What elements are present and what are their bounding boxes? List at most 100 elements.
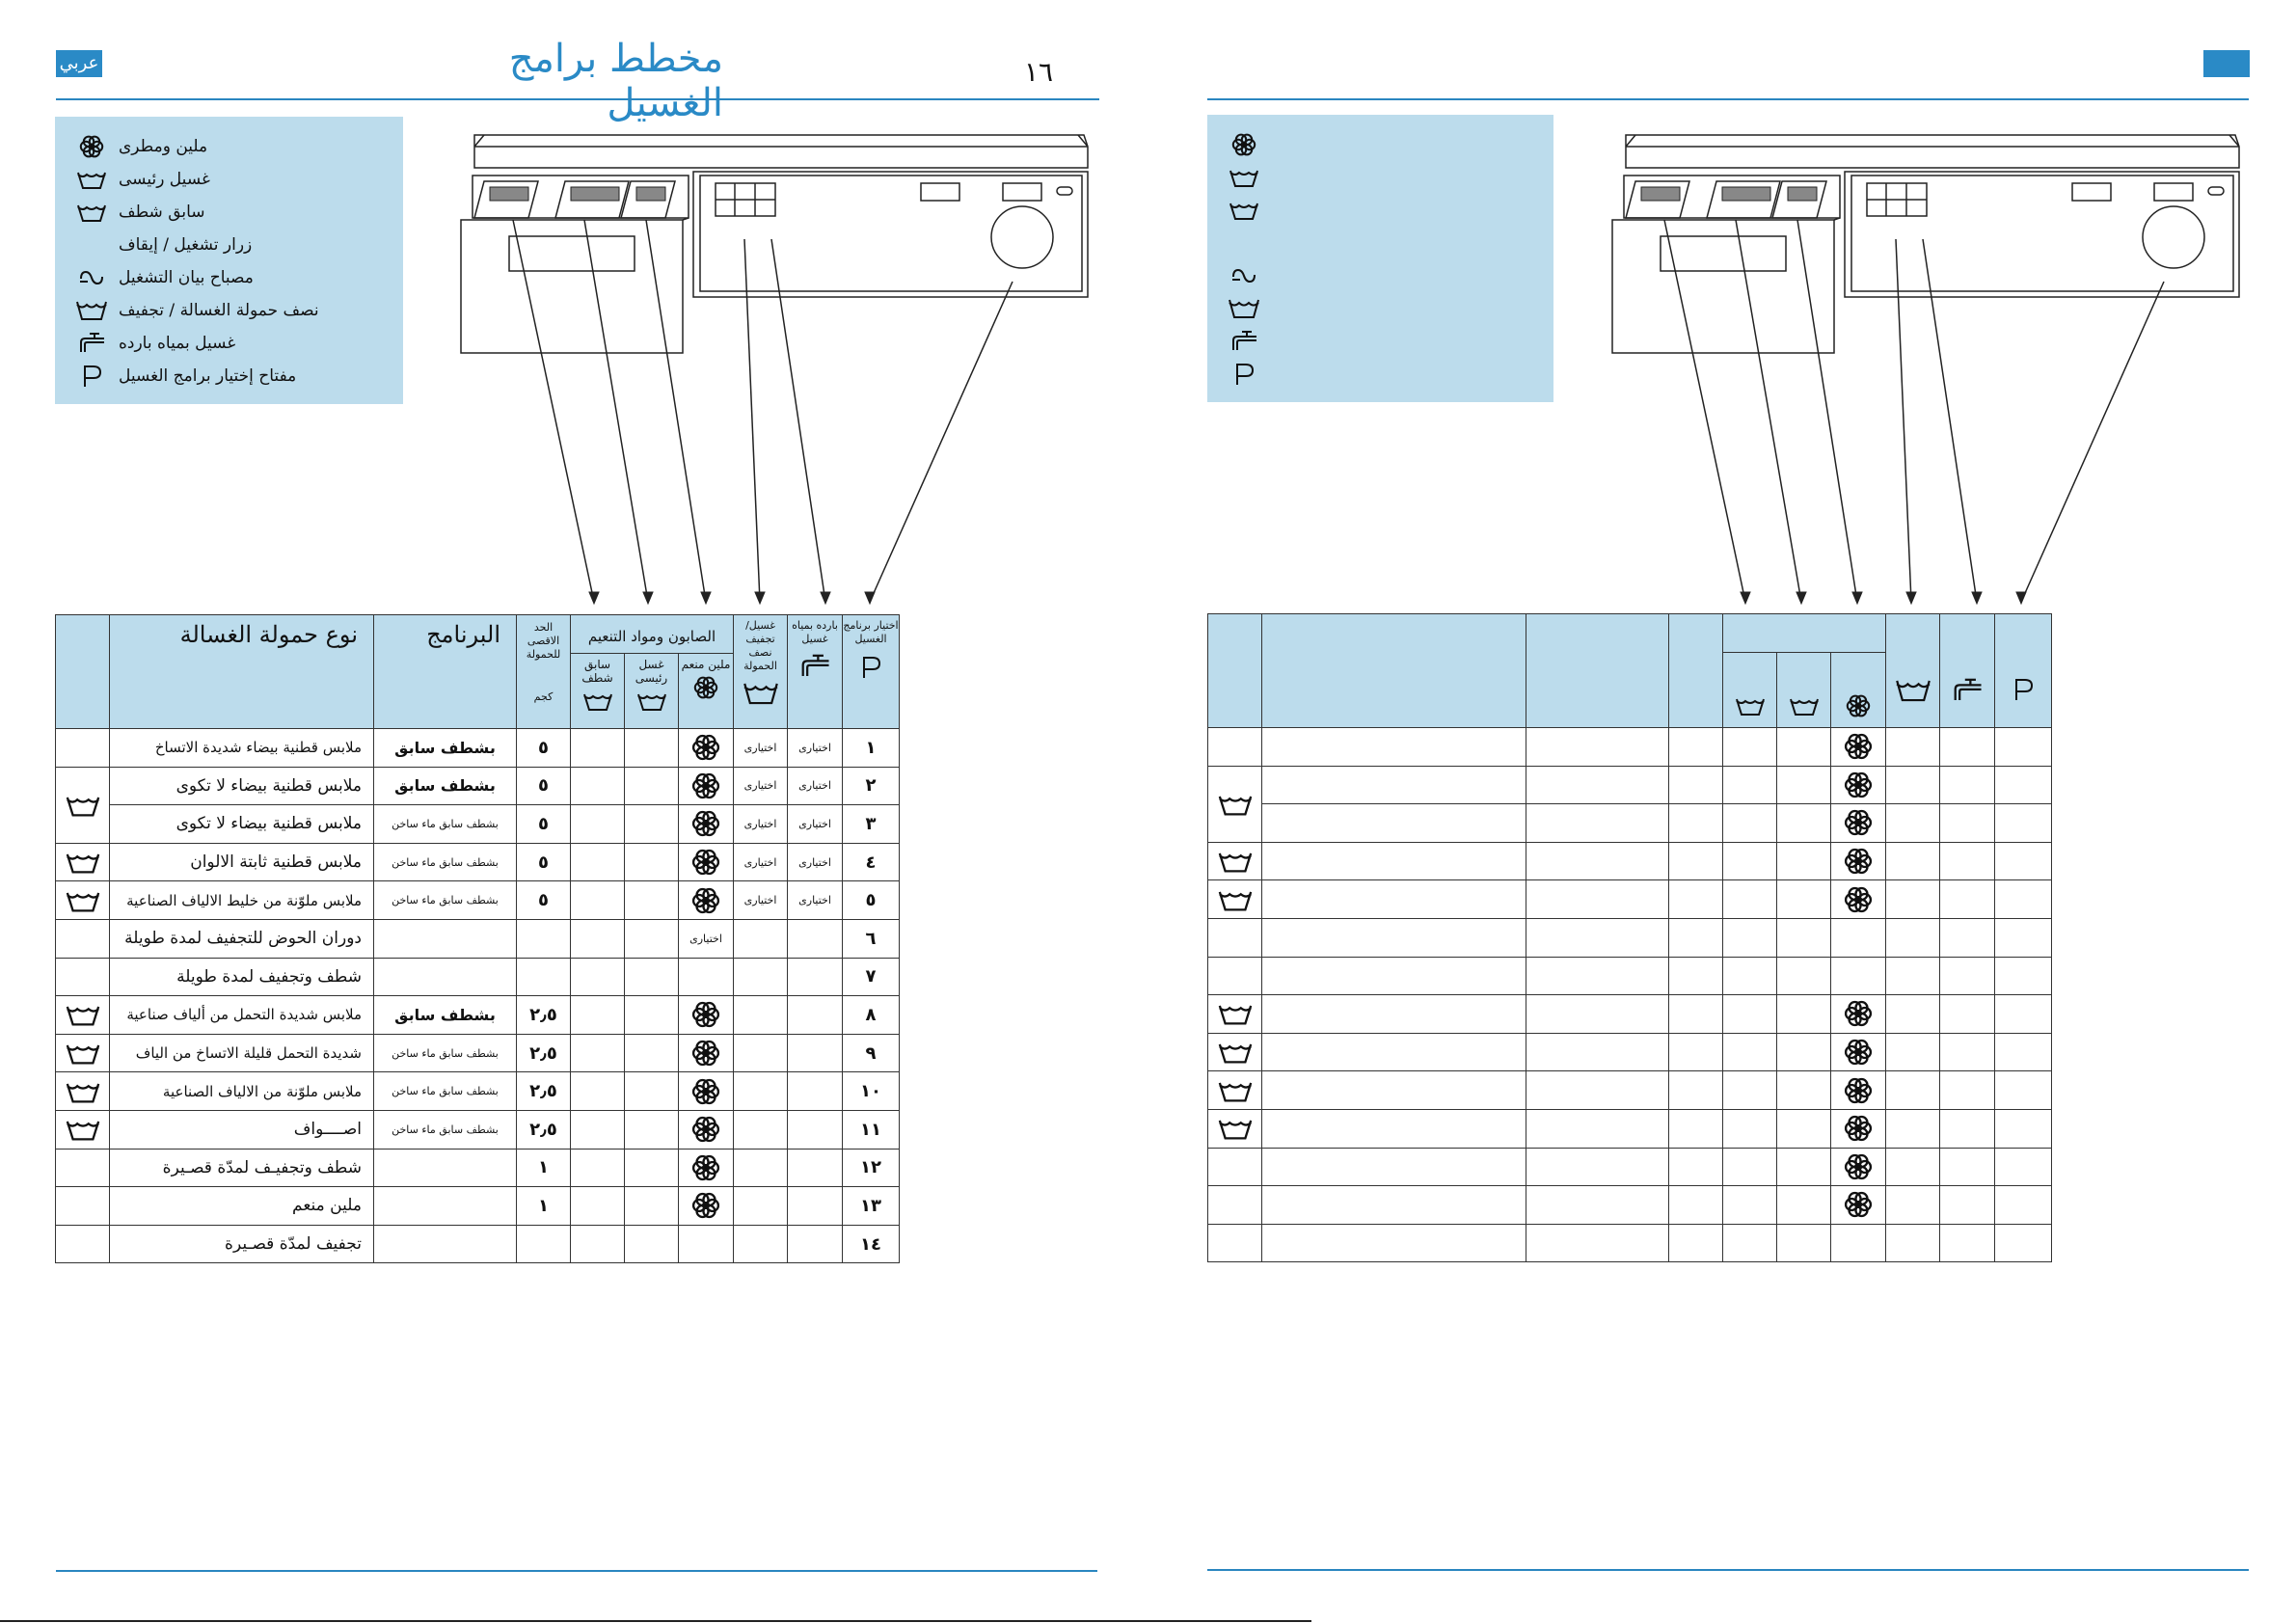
- cold-wash-cell: [787, 1148, 844, 1188]
- load-type-cell: ملابس قطنية بيضاء لا تكوى: [109, 804, 374, 844]
- half-load-cell: اختيارى: [733, 842, 789, 882]
- cold-water-tap-icon: [72, 329, 111, 358]
- mainwash-cell: [624, 918, 679, 959]
- cold-water-tap-icon: [789, 652, 842, 681]
- legend-row: [1225, 261, 1263, 290]
- pre-wash-tub-icon: [1724, 693, 1776, 718]
- max-load-label: الحد الاقصى للحمولة: [526, 621, 561, 661]
- max-load-cell: [1668, 994, 1723, 1034]
- compartment-fill: [1787, 186, 1818, 202]
- softener-cell: [1829, 803, 1887, 843]
- care-cell: [55, 1033, 110, 1073]
- mainwash-cell: [624, 957, 679, 997]
- max-load-cell: [516, 1224, 571, 1264]
- program-select-header: اختيار برنامج الغسيل: [842, 614, 901, 729]
- program-cell: [1526, 727, 1669, 767]
- prewash-cell: [1722, 917, 1777, 958]
- care-cell: [55, 995, 110, 1035]
- cold-wash-cell: [1939, 994, 1996, 1034]
- softener-cell: [677, 880, 735, 920]
- legend-row: [1225, 163, 1263, 192]
- legend-row: مصباح بيان التشغيل: [72, 263, 254, 292]
- half-load-tub-icon: [1225, 294, 1263, 323]
- half-load-cell: [1885, 803, 1941, 843]
- leader-line: [1922, 238, 1978, 603]
- care-cell: [1207, 994, 1262, 1034]
- drawer-compartment: [1706, 180, 1781, 219]
- mainwash-cell: [1776, 727, 1831, 767]
- care-symbol-header: [55, 614, 110, 729]
- leader-line: [869, 281, 1013, 603]
- program-cell: بشطف سابق ماء ساخن: [373, 880, 517, 920]
- power-lamp-icon: [1225, 261, 1263, 290]
- softener-flower-icon: [680, 675, 733, 700]
- care-cell: [1207, 1147, 1262, 1187]
- compartment-fill: [635, 186, 666, 202]
- prewash-cell: [570, 804, 625, 844]
- program-p-icon: [1996, 676, 2051, 703]
- care-cell: [55, 918, 110, 959]
- prewash-cell: [1722, 1185, 1777, 1225]
- legend-label: مفتاح إختيار برامج الغسيل: [119, 366, 297, 386]
- mainwash-cell: [1776, 803, 1831, 843]
- mainwash-header: [1776, 652, 1831, 728]
- half-load-cell: [1885, 1032, 1941, 1072]
- program-number-cell: [1994, 841, 2053, 881]
- softener-flower-icon: [1225, 130, 1263, 159]
- program-cell: [1526, 956, 1669, 996]
- care-cell: [55, 766, 110, 844]
- half-load-cell: [733, 1033, 789, 1073]
- softener-flower-icon: [680, 886, 733, 915]
- detergents-header: [1721, 613, 1887, 653]
- max-load-cell: [1668, 1223, 1723, 1263]
- softener-flower-icon: [1832, 771, 1885, 799]
- softener-cell: [677, 995, 735, 1035]
- max-load-cell: ٢٫٥: [516, 1033, 571, 1073]
- cold-wash-cell: اختيارى: [787, 880, 844, 920]
- prewash-cell: [570, 1224, 625, 1264]
- softener-flower-icon: [1832, 1152, 1885, 1181]
- legend-row: سابق شطف: [72, 198, 205, 227]
- half-load-header: غسيل/ تجفيف نصف الحمولة: [733, 614, 789, 729]
- table-row: [1208, 803, 2053, 843]
- softener-cell: [1829, 765, 1887, 805]
- page-number: ١٦: [1024, 56, 1054, 88]
- half-load-cell: [1885, 1108, 1941, 1149]
- load-type-cell: ملابس ملوّنة من الالياف الصناعية: [109, 1071, 374, 1111]
- prewash-cell: [1722, 956, 1777, 996]
- wash-program-table-blank: [1207, 613, 2053, 1263]
- max-load-cell: ٥: [516, 880, 571, 920]
- cold-wash-cell: [787, 1109, 844, 1150]
- program-cell: [373, 1224, 517, 1264]
- program-number-cell: [1994, 1070, 2053, 1110]
- program-number-cell: ١: [842, 728, 901, 768]
- main-wash-tub-icon: [1209, 847, 1261, 876]
- cold-wash-cell: [1939, 1032, 1996, 1072]
- footer-rule-right: [1207, 1569, 2249, 1571]
- max-load-cell: [1668, 727, 1723, 767]
- half-load-cell: [1885, 1147, 1941, 1187]
- program-number-cell: ١٢: [842, 1148, 901, 1188]
- softener-cell: [1829, 1108, 1887, 1149]
- program-number-cell: [1994, 956, 2053, 996]
- softener-flower-icon: [680, 1191, 733, 1220]
- care-cell: [55, 880, 110, 920]
- softener-cell: [677, 1071, 735, 1111]
- program-cell: بشطف سابق: [373, 728, 517, 768]
- indicator-slot: [2071, 182, 2112, 202]
- load-type-cell: [1261, 1223, 1526, 1263]
- legend-row: نصف حمولة الغسالة / تجفيف: [72, 296, 319, 325]
- legend-label: زرار تشغيل / إيقاف: [119, 235, 253, 255]
- prewash-cell: [570, 880, 625, 920]
- drawer-handle: [508, 235, 635, 272]
- load-type-cell: تجفيف لمدّة قصـيرة: [109, 1224, 374, 1264]
